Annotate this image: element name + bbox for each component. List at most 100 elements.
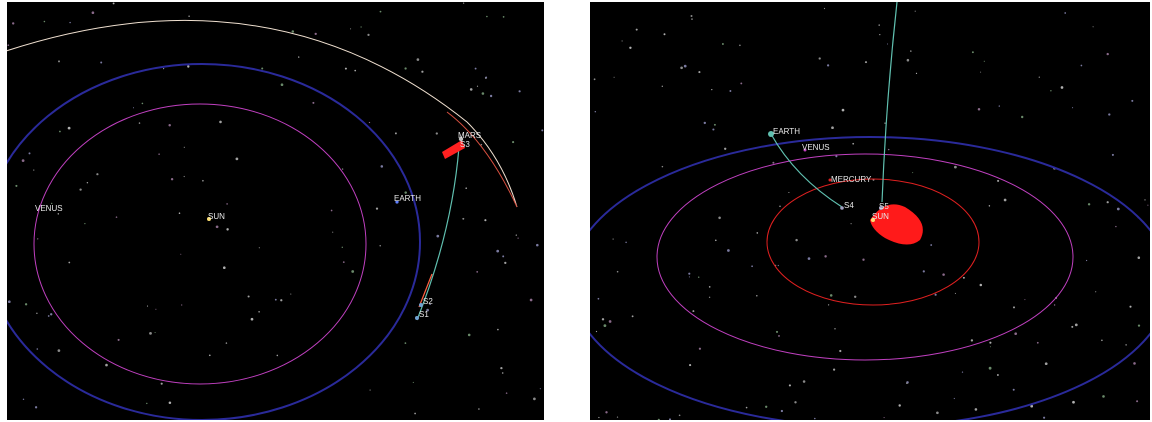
star	[117, 338, 120, 341]
star	[841, 108, 845, 112]
star	[713, 123, 716, 126]
star	[879, 33, 881, 36]
star	[43, 20, 46, 23]
star	[1095, 291, 1097, 293]
star	[1144, 199, 1146, 201]
star	[280, 299, 283, 302]
star	[496, 249, 500, 253]
earth-transfer-trajectory	[770, 133, 843, 208]
star	[688, 276, 690, 278]
star	[678, 414, 681, 417]
s4-label: S4	[844, 201, 854, 210]
right-orbit-view[interactable]: EARTH VENUS MERCURY S4 S5 SUN	[590, 2, 1150, 420]
earth-label: EARTH	[394, 194, 421, 203]
star	[765, 405, 768, 408]
star	[476, 271, 479, 273]
star	[497, 328, 499, 331]
transfer-trajectory	[416, 146, 460, 321]
star	[605, 411, 608, 414]
star	[115, 216, 118, 218]
star	[683, 64, 687, 68]
s1-label: S1	[419, 310, 429, 319]
star	[831, 126, 834, 130]
star	[515, 234, 517, 236]
star	[33, 169, 35, 171]
star	[155, 308, 157, 310]
star	[404, 67, 407, 70]
star	[168, 401, 172, 405]
star	[351, 270, 355, 273]
star	[379, 10, 382, 13]
star	[692, 310, 695, 313]
star	[1053, 304, 1056, 306]
star	[854, 295, 857, 298]
star	[597, 297, 600, 300]
star	[261, 67, 264, 70]
star	[480, 143, 483, 146]
star	[465, 187, 468, 190]
star	[988, 205, 991, 207]
star	[1136, 400, 1139, 403]
star	[1003, 198, 1007, 202]
star	[57, 213, 60, 215]
star	[146, 305, 149, 307]
star	[936, 411, 939, 415]
left-orbit-view[interactable]: MARS S3 VENUS SUN EARTH S2 S1	[7, 2, 544, 420]
star	[834, 327, 836, 330]
star	[235, 157, 239, 161]
star	[258, 311, 260, 313]
star	[625, 241, 627, 244]
star	[354, 69, 357, 72]
star	[1101, 339, 1103, 342]
star	[898, 404, 901, 407]
star	[223, 266, 226, 270]
star	[68, 261, 71, 264]
star	[914, 10, 916, 12]
star	[7, 300, 11, 304]
star	[12, 22, 15, 25]
star	[612, 238, 614, 240]
star	[862, 258, 865, 261]
star	[404, 191, 407, 194]
star	[1021, 115, 1024, 119]
star	[756, 232, 759, 234]
star	[983, 60, 985, 62]
star	[96, 173, 99, 176]
star	[613, 76, 615, 78]
mercury-marker	[828, 178, 832, 182]
star	[21, 159, 25, 162]
star	[756, 294, 758, 297]
star	[934, 293, 937, 296]
star	[100, 61, 103, 64]
star	[824, 255, 827, 258]
star	[721, 43, 724, 45]
star	[250, 317, 254, 321]
star	[500, 366, 503, 370]
star	[1050, 90, 1052, 92]
star	[47, 315, 50, 317]
earth-orbit	[7, 63, 421, 420]
star	[718, 216, 721, 220]
s3-label: S3	[460, 140, 470, 149]
star	[1074, 323, 1078, 327]
star	[979, 283, 983, 287]
star	[668, 418, 672, 420]
star	[290, 293, 292, 295]
star	[168, 124, 171, 127]
star	[1102, 395, 1105, 398]
star	[608, 320, 612, 323]
star	[712, 128, 715, 131]
star	[291, 30, 295, 33]
star	[485, 76, 488, 79]
star	[715, 239, 717, 242]
star	[635, 28, 638, 31]
star	[529, 298, 533, 302]
star	[616, 416, 619, 418]
star	[518, 90, 521, 93]
star	[603, 324, 607, 327]
star	[341, 246, 343, 248]
star	[1137, 256, 1141, 259]
star	[691, 18, 693, 20]
mercury-orbit	[766, 178, 980, 306]
star	[887, 148, 890, 151]
